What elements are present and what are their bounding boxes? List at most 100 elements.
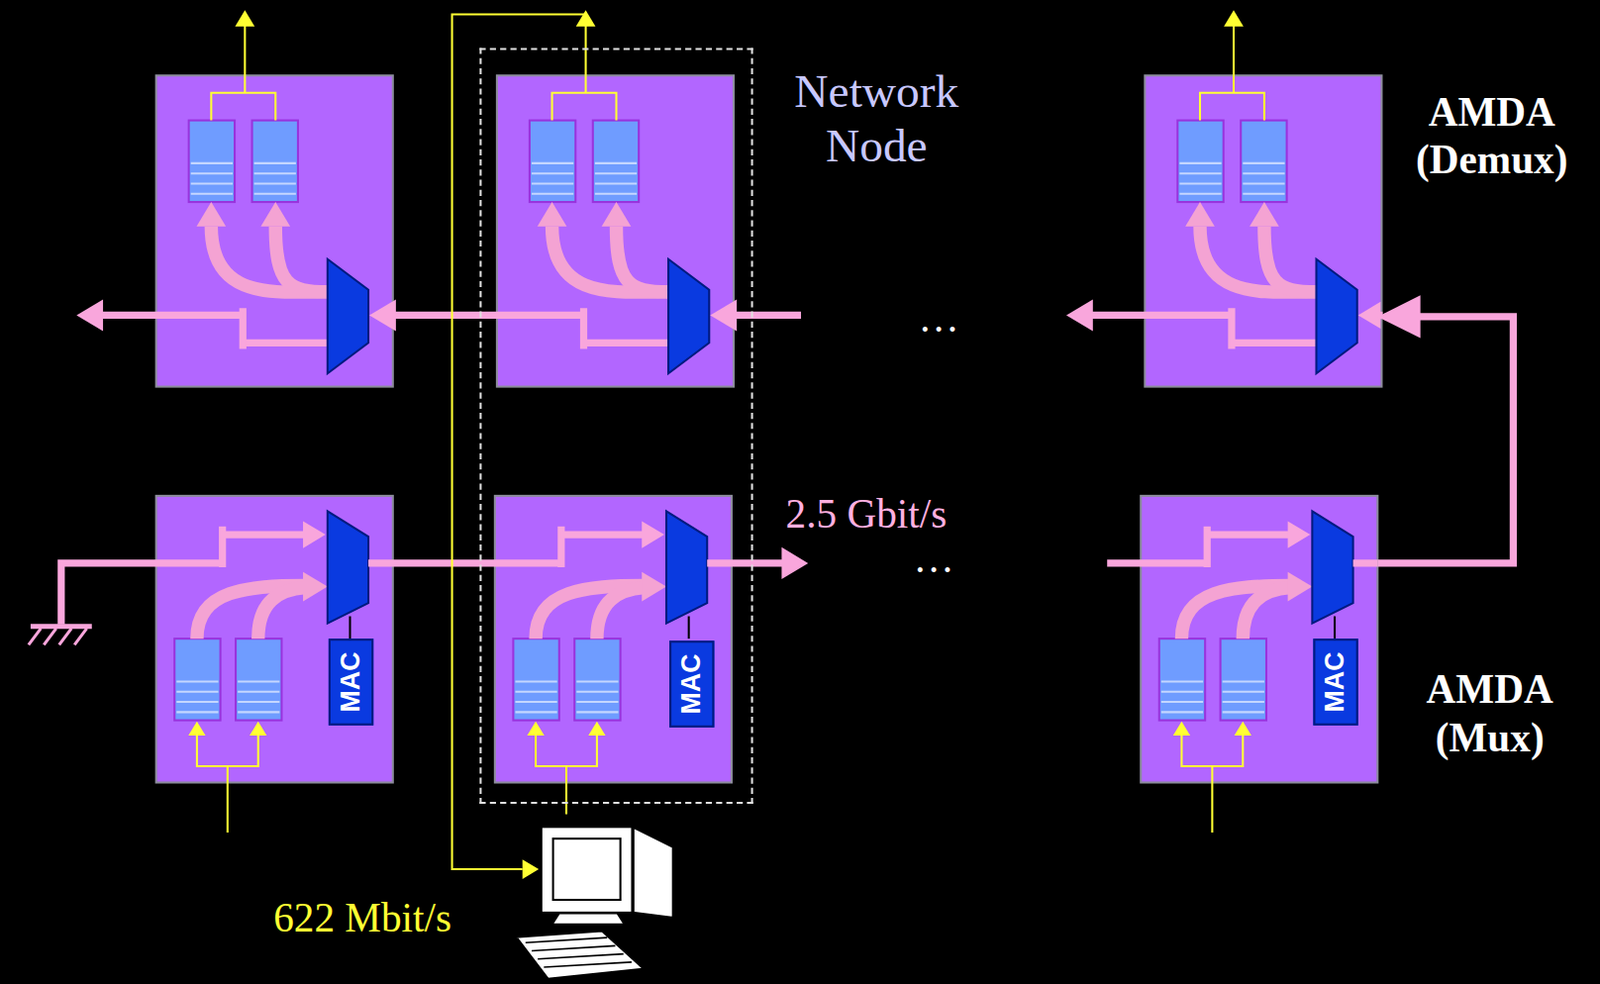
queue-slot [1161,700,1203,703]
yellow-fork [197,728,259,767]
queue-slot [1179,162,1221,165]
queue-slot [237,710,280,713]
arrow-head [526,721,544,736]
queue-buffer [512,638,559,720]
mac-box: MAC [1312,638,1358,726]
mux-trapezoid [327,510,369,623]
queue-slot [191,193,233,196]
queue-buffer [252,120,299,202]
queue-slot [254,162,297,165]
queue-slot [176,710,218,713]
queue-slot [514,691,557,694]
arrow-head [522,859,539,880]
arrow-head [234,9,255,26]
queue-slot [176,680,218,683]
drop-arrow [1264,226,1317,293]
loopback-fiber [1377,316,1513,564]
fiber-line [368,559,562,567]
arrow-head [601,201,632,227]
arrow-head [537,201,568,227]
arrow-head [369,299,397,331]
fiber-line [706,559,786,567]
yellow-line [1232,24,1235,94]
ground-hatch [74,628,87,645]
ground-hatch [43,628,56,645]
yellow-fork [210,93,276,121]
queue-buffer [1177,120,1223,202]
network-node-region: Network NodeMAC [479,47,753,804]
fiber-line [1106,559,1207,567]
queue-slot [1161,680,1203,683]
demux-trapezoid [327,259,369,374]
arrow-head [709,299,737,331]
fiber-line [1353,559,1379,567]
ground-hatch [28,628,41,645]
yellow-line [565,766,568,814]
arrow-head [1223,9,1244,26]
computer-side [632,826,674,919]
queue-slot [595,172,637,175]
arrow-head [249,721,267,736]
amda-box [495,496,732,784]
arrow-head [576,9,597,26]
queue-slot [1222,700,1265,703]
arrow-head [1249,201,1280,227]
amda-box [156,496,394,784]
mux-trapezoid [1311,510,1353,623]
queue-slot [1179,182,1221,185]
queue-slot [254,172,297,175]
demux-trapezoid [1315,259,1357,374]
access-rate: 622 Mbit/s [273,898,452,939]
queue-slot [1222,691,1265,694]
queue-slot [1242,193,1285,196]
node-heading: AMDA (Mux) [1407,665,1572,762]
demux-trapezoid [668,259,709,374]
fiber-line [222,530,308,538]
queue-slot [576,680,618,683]
queue-slot [514,700,557,703]
drop-arrow [1200,226,1316,293]
queue-slot [1161,710,1203,713]
yellow-fork [1200,93,1265,121]
drop-arrow [615,226,669,293]
queue-slot [531,162,574,165]
amda-node: AMDA (Mux)MAC [1140,496,1378,784]
yellow-line [1210,766,1213,833]
drop-arrow [258,588,305,640]
fiber-line [1231,339,1317,347]
queue-buffer [174,638,220,720]
arrow-head [1358,301,1382,329]
arrow-head [1185,201,1215,227]
amda-box [497,75,734,387]
amda-box [156,75,394,387]
queue-buffer [235,638,282,720]
arrow-head [302,572,328,602]
queue-slot [1179,193,1221,196]
queue-slot [595,182,637,185]
amda-box [1140,496,1378,784]
keyboard-keys [531,945,616,951]
fiber-line [561,530,647,538]
drop-arrow [210,226,327,293]
mac-wire [1333,615,1336,639]
amda-box [1144,75,1382,387]
mac-box: MAC [328,638,374,726]
fiber-line [61,563,223,625]
ground-hatch [59,628,72,645]
drop-arrow [197,586,305,640]
arrow-head [781,547,808,580]
drop-arrow [535,586,644,640]
queue-slot [254,182,297,185]
queue-slot [531,193,574,196]
mac-label: MAC [335,651,368,712]
fiber-line [584,339,670,347]
ellipsis: … [918,298,960,339]
queue-buffer [189,120,235,202]
arrow-head [641,572,667,602]
queue-buffer [593,120,639,202]
arrow-head [1288,520,1311,548]
ellipsis: … [912,538,954,580]
arrow-head [1288,572,1313,602]
